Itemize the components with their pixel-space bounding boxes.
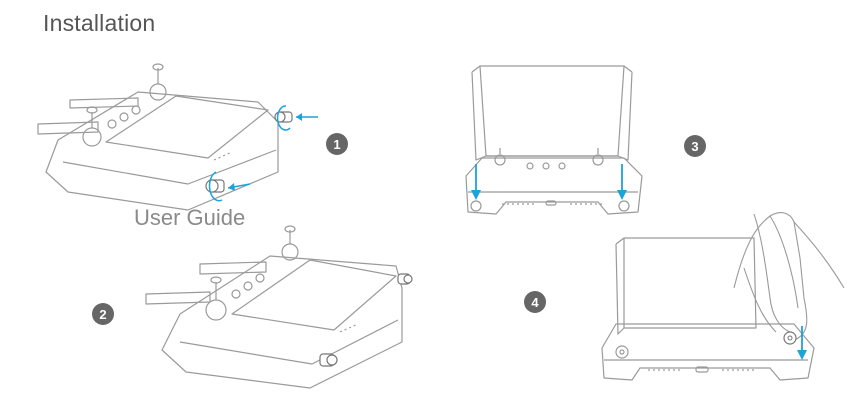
screw-icon <box>205 179 225 193</box>
hand-illustration <box>733 212 845 341</box>
step-1-illustration <box>28 62 348 222</box>
step-2-illustration <box>140 222 430 402</box>
controller-body <box>161 255 403 389</box>
step-2-badge: 2 <box>92 303 114 325</box>
step-3-illustration <box>458 62 648 232</box>
step-3-badge: 3 <box>684 135 706 157</box>
screw-icon <box>783 331 797 345</box>
rotate-arrow-icon <box>276 105 291 131</box>
controller-body <box>45 91 279 211</box>
sunhood-illustration <box>465 65 643 215</box>
overlay-text: User Guide <box>134 205 246 230</box>
rotate-arrow-icon <box>208 171 223 202</box>
screw-icon <box>319 353 338 367</box>
step-1-badge: 1 <box>326 133 348 155</box>
step-4-badge: 4 <box>524 291 546 313</box>
section-title: Installation <box>43 10 156 36</box>
screw-icon <box>397 273 413 285</box>
step-4-illustration <box>594 208 852 384</box>
